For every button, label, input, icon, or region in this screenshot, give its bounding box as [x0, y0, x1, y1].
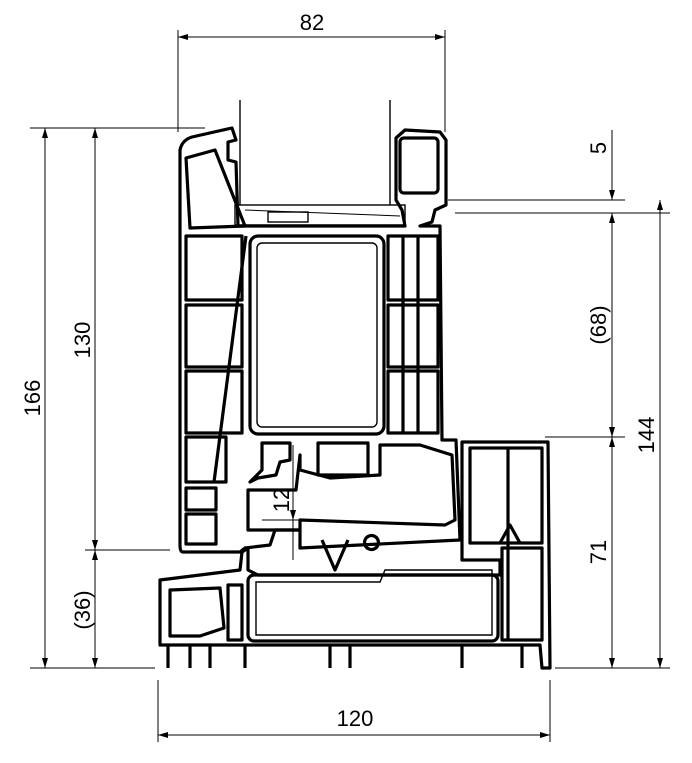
dim-frame-height: 71 — [586, 540, 611, 564]
dim-top-width: 82 — [300, 10, 324, 35]
dim-frame-overlap: (36) — [70, 590, 95, 629]
steel-reinforcement — [248, 234, 386, 436]
dim-gap: 12 — [269, 488, 294, 512]
dim-right-total: 144 — [634, 417, 659, 454]
dim-glass-rebate: 5 — [586, 142, 611, 154]
dim-glass-bead-height: (68) — [586, 305, 611, 344]
dim-total-height: 166 — [20, 380, 45, 417]
dim-bottom-width: 120 — [337, 706, 374, 731]
sash-profile — [178, 126, 462, 554]
dimension-lines — [30, 30, 670, 742]
dim-sash-height: 130 — [70, 322, 95, 359]
frame-profile — [158, 440, 552, 670]
frame-main-chamber — [246, 573, 500, 643]
glass-pane — [234, 100, 406, 226]
